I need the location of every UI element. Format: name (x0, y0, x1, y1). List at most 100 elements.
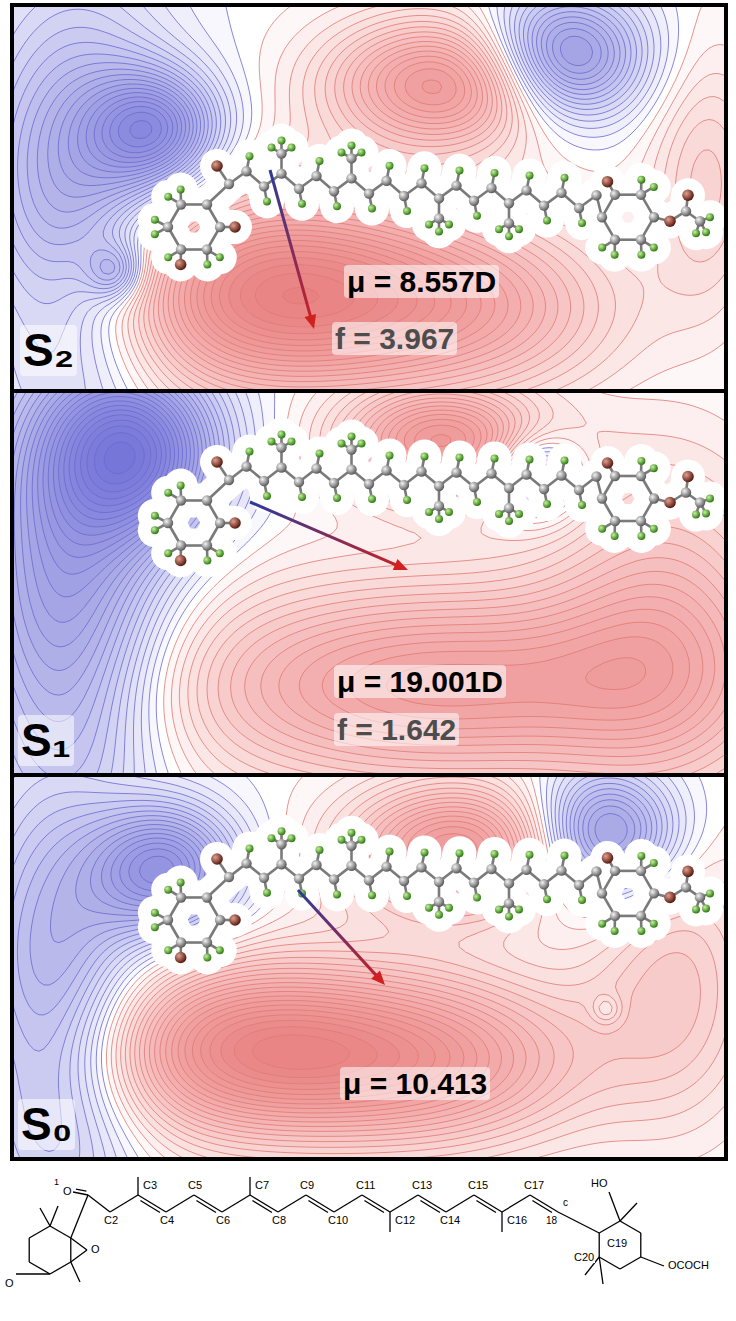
atom-ball (246, 152, 254, 160)
atom-ball (294, 873, 304, 883)
negative-contour (76, 806, 635, 916)
atom-ball (574, 203, 584, 213)
atom-ball (505, 232, 513, 240)
atom-label: C8 (271, 1215, 287, 1226)
bond-line (620, 1257, 641, 1269)
dipole-arrow (270, 170, 311, 319)
atom-label: 1 (53, 1178, 60, 1187)
atom-ball (591, 190, 601, 200)
atom-ball (578, 501, 586, 509)
atom-ball (348, 141, 356, 149)
atom-ball (177, 481, 185, 489)
atom-ball (229, 517, 241, 529)
atom-ball (598, 244, 606, 252)
bond-line (362, 1195, 390, 1212)
atom-ball (486, 864, 496, 874)
positive-contour (415, 425, 646, 689)
atom-ball (329, 478, 339, 488)
atom-ball (202, 937, 212, 947)
atom-ball (505, 517, 513, 525)
atom-ball (202, 892, 212, 902)
atom-ball (650, 183, 658, 191)
atom-ball (504, 218, 514, 228)
atom-ball (399, 480, 409, 490)
atom-ball (649, 493, 659, 503)
atom-ball (681, 206, 691, 216)
atom-ball (650, 244, 658, 252)
atom-ball (399, 191, 409, 201)
atom-ball (435, 227, 443, 235)
negative-contour (14, 7, 636, 289)
positive-contour (171, 393, 724, 773)
negative-contour (37, 17, 614, 212)
atom-ball (329, 874, 339, 884)
atom-label: C19 (606, 1238, 628, 1249)
negative-contour (14, 7, 669, 389)
atom-ball (202, 540, 212, 550)
atom-ball (636, 516, 646, 526)
negative-contour (21, 393, 203, 647)
dipole-arrow (250, 502, 399, 566)
atom-ball (278, 431, 286, 439)
negative-contour (14, 393, 220, 750)
atom-ball (456, 167, 464, 175)
negative-contour (14, 393, 579, 773)
atom-ball (650, 920, 658, 928)
atom-ball (598, 525, 606, 533)
atom-ball (706, 495, 714, 503)
atom-ball (211, 160, 223, 172)
atom-ball (268, 438, 276, 446)
positive-contour (188, 393, 724, 773)
atom-ball (216, 253, 224, 261)
atom-label: C12 (394, 1215, 416, 1226)
bond-line (71, 1238, 87, 1250)
atom-ball (451, 467, 461, 477)
atom-ball (611, 251, 619, 259)
bond-line (502, 1195, 530, 1212)
atom-ball (610, 189, 620, 199)
atom-ball (561, 852, 569, 860)
atom-ball (610, 471, 620, 481)
atom-ball (276, 859, 286, 869)
atom-ball (434, 877, 444, 887)
atom-ball (445, 508, 453, 516)
atom-ball (692, 511, 700, 519)
dipole-moment: μ = 10.413 (340, 1067, 490, 1100)
atom-ball (637, 176, 645, 184)
bond-line (71, 1262, 80, 1282)
negative-contour (14, 7, 648, 354)
atom-ball (276, 442, 286, 452)
negative-contour (14, 777, 707, 1157)
atom-ball (664, 215, 676, 227)
atom-ball (203, 557, 211, 565)
atom-ball (521, 865, 531, 875)
atom-label: C6 (215, 1215, 231, 1226)
atom-ball (268, 834, 276, 842)
negative-contour (14, 783, 657, 1051)
negative-contour (14, 7, 661, 389)
atom-ball (434, 213, 444, 223)
atom-ball (348, 433, 356, 441)
atom-ball (246, 844, 254, 852)
atom-ball (311, 171, 321, 181)
atom-ball (505, 912, 513, 920)
atom-ball (333, 890, 341, 898)
atom-ball (316, 157, 324, 165)
atom-ball (543, 500, 551, 508)
positive-contour (160, 811, 514, 1122)
atom-ball (610, 866, 620, 876)
atom-ball (561, 174, 569, 182)
bond-line (166, 1195, 194, 1212)
bond-line (640, 1233, 641, 1257)
atom-ball (578, 219, 586, 227)
bond-line (40, 1208, 50, 1226)
bond-line (222, 1195, 250, 1212)
atom-ball (298, 200, 306, 208)
bond-line (138, 1195, 166, 1212)
atom-ball (346, 444, 356, 454)
atom-label: C11 (355, 1180, 376, 1191)
bond-line (599, 1257, 603, 1284)
potential-map (14, 7, 724, 389)
negative-contour (14, 777, 673, 1157)
atom-ball (241, 461, 251, 471)
